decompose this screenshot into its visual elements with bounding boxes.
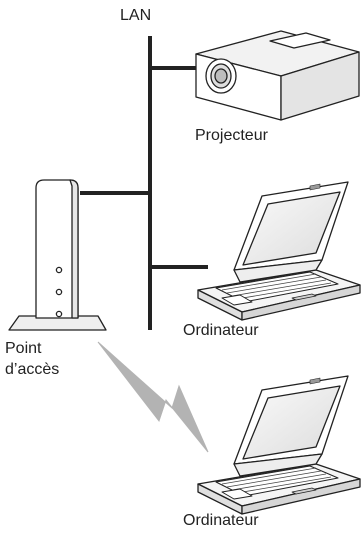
status-light bbox=[55, 310, 63, 318]
access-point-label-line2: d’accès bbox=[5, 361, 60, 378]
status-light bbox=[55, 266, 63, 274]
wireless-signal-icon bbox=[97, 341, 209, 453]
computer-label: Ordinateur bbox=[183, 322, 259, 339]
lan-cabling bbox=[80, 36, 208, 330]
wireless-laptop-icon bbox=[197, 375, 361, 515]
status-light bbox=[55, 288, 63, 296]
laptop-icon bbox=[197, 181, 361, 321]
projector-label: Projecteur bbox=[195, 127, 268, 144]
wireless-computer-label: Ordinateur bbox=[183, 512, 259, 529]
projector-icon bbox=[195, 30, 360, 121]
lan-label: LAN bbox=[120, 7, 152, 24]
access-point-icon bbox=[8, 179, 107, 331]
access-point-label-line1: Point bbox=[5, 340, 42, 357]
